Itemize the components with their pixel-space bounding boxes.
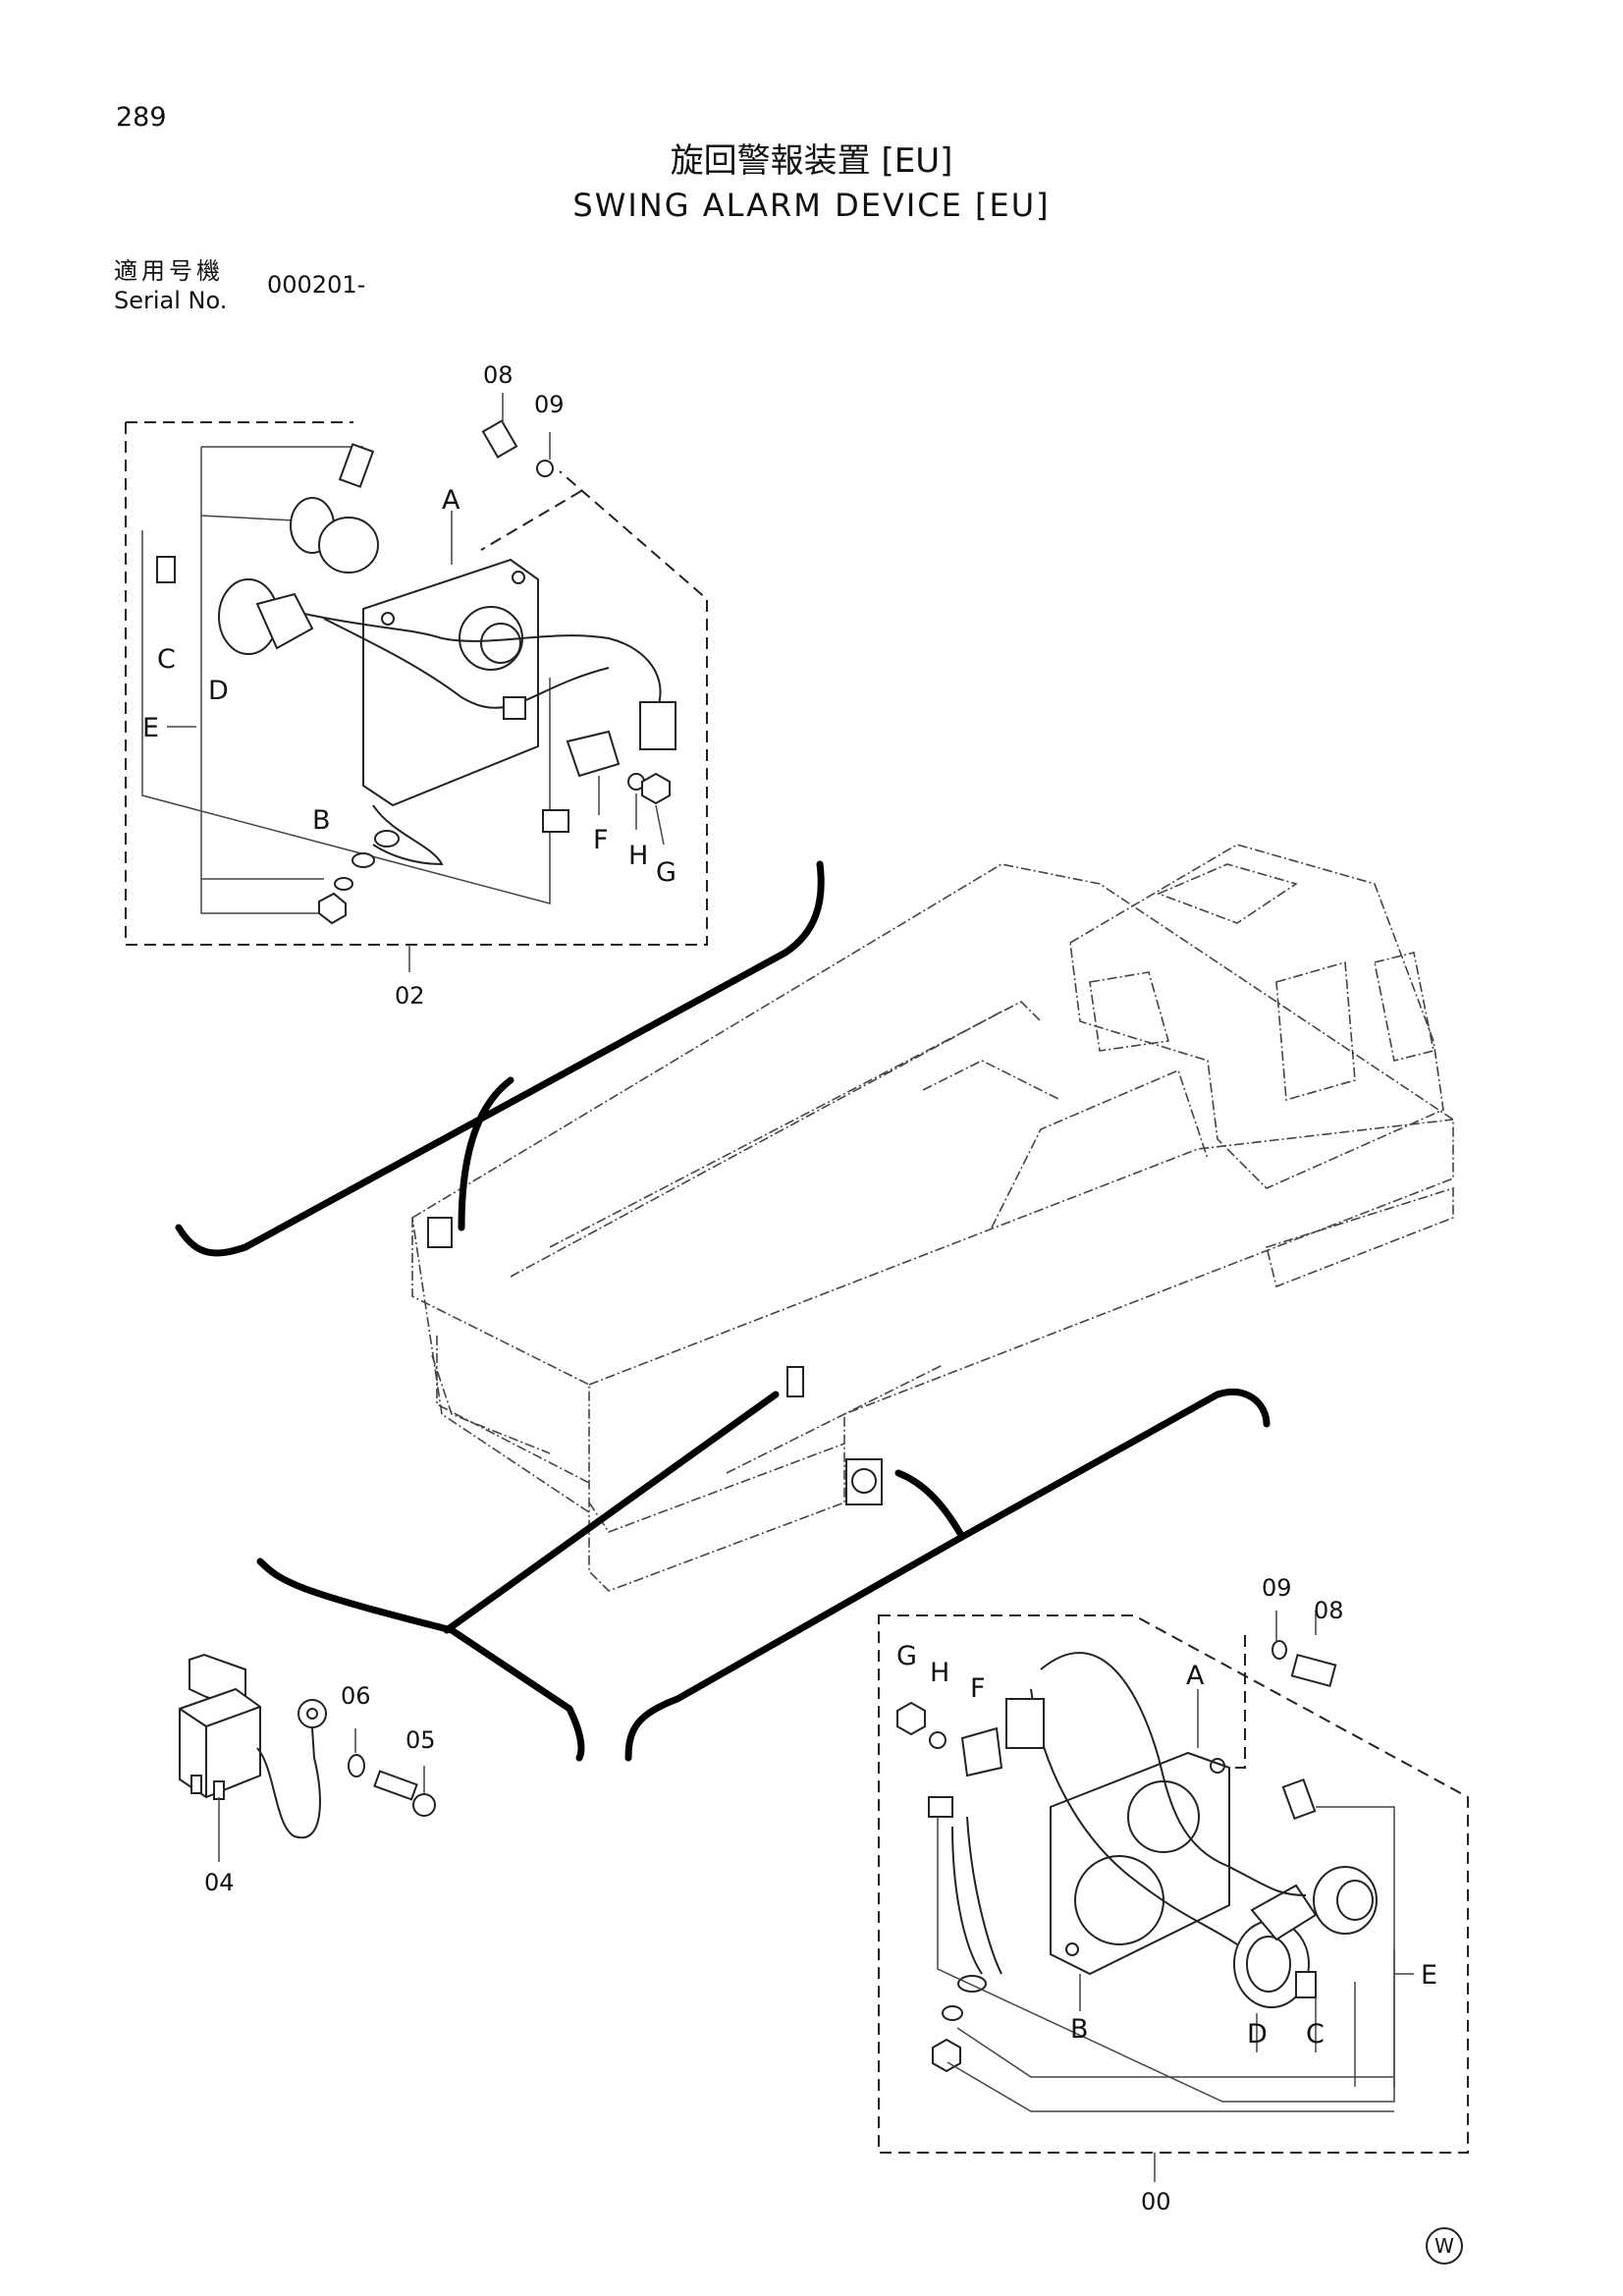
callout-09-upper: 09 (534, 391, 565, 418)
lower-alarm-assembly: G H F A 09 08 E B D C 00 (878, 1574, 1469, 2215)
screw-05-icon (373, 1770, 418, 1801)
callout-h-upper: H (628, 841, 648, 871)
bolt-08-icon (481, 419, 518, 459)
screw-icon-2 (503, 696, 526, 720)
callout-d-upper: D (208, 676, 229, 706)
callout-a-upper: A (442, 485, 460, 516)
title-english: SWING ALARM DEVICE [EU] (572, 187, 1051, 224)
nut-g-icon (641, 772, 671, 805)
pin-c-icon (156, 556, 176, 583)
callout-e-lower: E (1421, 1960, 1437, 1991)
page-number: 289 (116, 102, 167, 133)
callout-09-lower: 09 (1262, 1574, 1292, 1602)
serial-label-english: Serial No. (114, 287, 228, 314)
copyright-mark: W (1426, 2227, 1463, 2265)
serial-label-japanese: 適用号機 (114, 257, 224, 285)
callout-06: 06 (341, 1682, 371, 1710)
screw-icon-lower (928, 1796, 953, 1818)
callout-02-assembly: 02 (395, 982, 425, 1010)
relay-mount-icon (786, 1366, 804, 1397)
callout-e-upper: E (142, 713, 159, 743)
callout-08-lower: 08 (1314, 1597, 1344, 1624)
relay-04-icon (179, 1687, 261, 1799)
title-japanese: 旋回警報装置 [EU] (670, 141, 953, 181)
callout-c-upper: C (157, 644, 176, 675)
callout-a-lower: A (1186, 1661, 1205, 1691)
callout-f-upper: F (593, 825, 609, 855)
callout-00-assembly: 00 (1141, 2188, 1171, 2215)
washer-09-icon-lower (1271, 1640, 1287, 1660)
callout-g-lower: G (896, 1641, 917, 1671)
screw-icon (542, 809, 569, 833)
callout-d-lower: D (1247, 2019, 1268, 2050)
leader-brackets (175, 860, 1271, 1762)
callout-f-lower: F (970, 1673, 986, 1704)
callout-08-upper: 08 (483, 361, 514, 389)
bolt-08-icon-lower (1290, 1653, 1337, 1688)
callout-b-upper: B (312, 805, 331, 836)
bolt-icon (338, 443, 375, 488)
switch-mount-icon (427, 1217, 453, 1248)
washer-09-icon (536, 460, 554, 477)
callout-05: 05 (406, 1726, 436, 1754)
callout-g-upper: G (656, 857, 676, 888)
washer-h-icon-lower (929, 1731, 947, 1749)
nut-g-icon-lower (896, 1701, 926, 1736)
bolt-icon-lower (1281, 1777, 1317, 1821)
washer-06-icon (348, 1754, 365, 1777)
callout-c-lower: C (1306, 2019, 1325, 2050)
callout-04: 04 (204, 1869, 235, 1896)
pin-c-icon-lower (1295, 1971, 1317, 1998)
callout-b-lower: B (1070, 2014, 1089, 2045)
machine-upper-structure (411, 844, 1454, 1592)
relay-group: 04 05 06 (179, 1653, 436, 1896)
serial-number-value: 000201- (267, 271, 366, 299)
upper-alarm-assembly: 08 09 A C D E B F H G 02 (125, 361, 708, 1010)
callout-h-lower: H (930, 1658, 949, 1688)
